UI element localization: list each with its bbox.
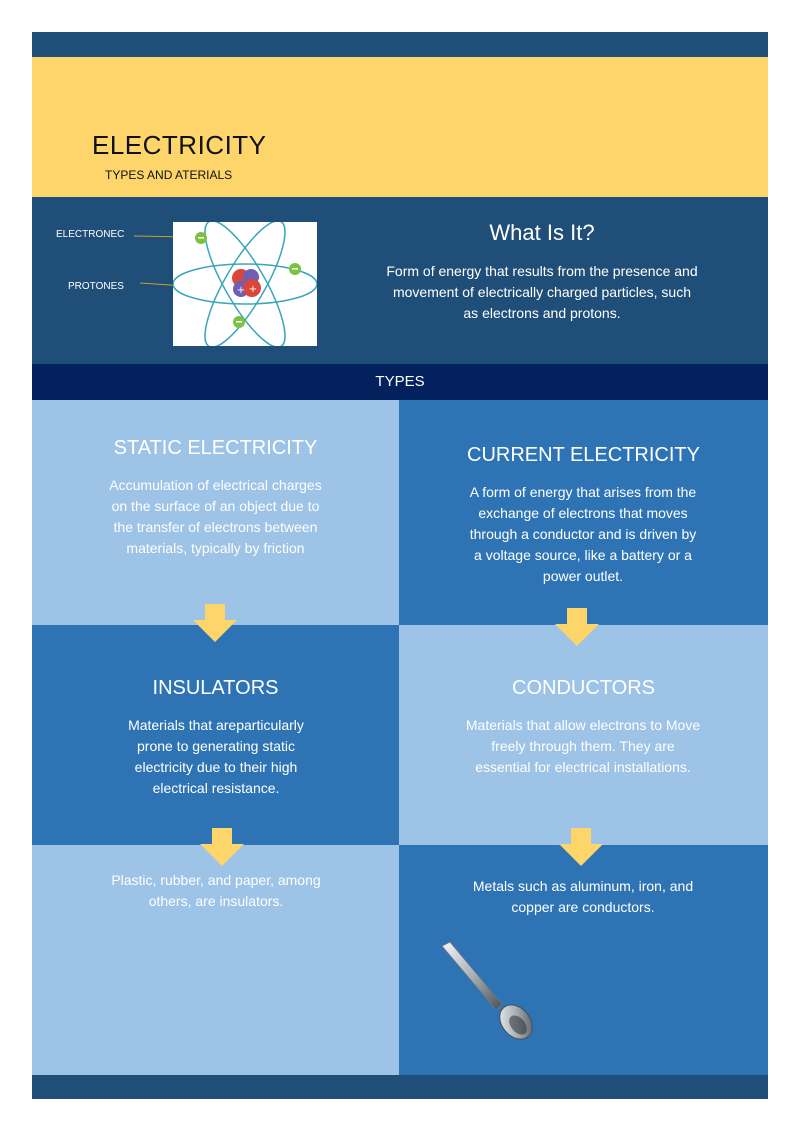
spoon-icon xyxy=(441,941,533,1040)
page-subtitle: TYPES AND ATERIALS xyxy=(105,168,233,182)
conductors-card: CONDUCTORS Materials that allow electron… xyxy=(399,625,768,845)
what-is-it-heading: What Is It? xyxy=(489,220,595,245)
insulators-text: Materials that areparticularly prone to … xyxy=(128,717,304,796)
static-electricity-text: Accumulation of electrical charges on th… xyxy=(109,477,322,556)
down-arrow-icon xyxy=(559,828,603,866)
proton-label: PROTONES xyxy=(68,281,124,292)
insulator-examples-card: Plastic, rubber, and paper, among others… xyxy=(32,845,399,1075)
down-arrow-icon xyxy=(193,604,237,642)
current-electricity-title: CURRENT ELECTRICITY xyxy=(467,444,700,466)
down-arrow-icon xyxy=(200,828,244,866)
what-is-it-text: Form of energy that results from the pre… xyxy=(386,263,698,321)
electron-label: ELECTRONEC xyxy=(56,229,125,240)
footer-strip xyxy=(32,1075,768,1099)
conductors-title: CONDUCTORS xyxy=(512,677,655,699)
down-arrow-icon xyxy=(555,608,599,646)
current-electricity-text: A form of energy that arises from the ex… xyxy=(469,484,697,584)
insulators-title: INSULATORS xyxy=(152,677,279,699)
static-electricity-title: STATIC ELECTRICITY xyxy=(113,437,318,459)
atom-illustration: + + xyxy=(172,220,318,348)
types-bar xyxy=(32,364,768,400)
intro-section xyxy=(32,197,768,364)
conductor-examples-text: Metals such as aluminum, iron, and coppe… xyxy=(472,878,694,915)
svg-text:+: + xyxy=(249,284,257,295)
current-electricity-card: CURRENT ELECTRICITY A form of energy tha… xyxy=(399,400,768,625)
types-label: TYPES xyxy=(375,373,425,390)
page-title: ELECTRICITY xyxy=(92,130,267,160)
insulator-examples-text: Plastic, rubber, and paper, among others… xyxy=(111,872,321,909)
atom-icon: + + xyxy=(172,220,318,348)
svg-text:+: + xyxy=(237,285,245,296)
header-banner xyxy=(32,57,768,197)
static-electricity-card: STATIC ELECTRICITY Accumulation of elect… xyxy=(32,400,399,625)
conductors-text: Materials that allow electrons to Move f… xyxy=(465,717,701,775)
insulators-card: INSULATORS Materials that areparticularl… xyxy=(32,625,399,845)
